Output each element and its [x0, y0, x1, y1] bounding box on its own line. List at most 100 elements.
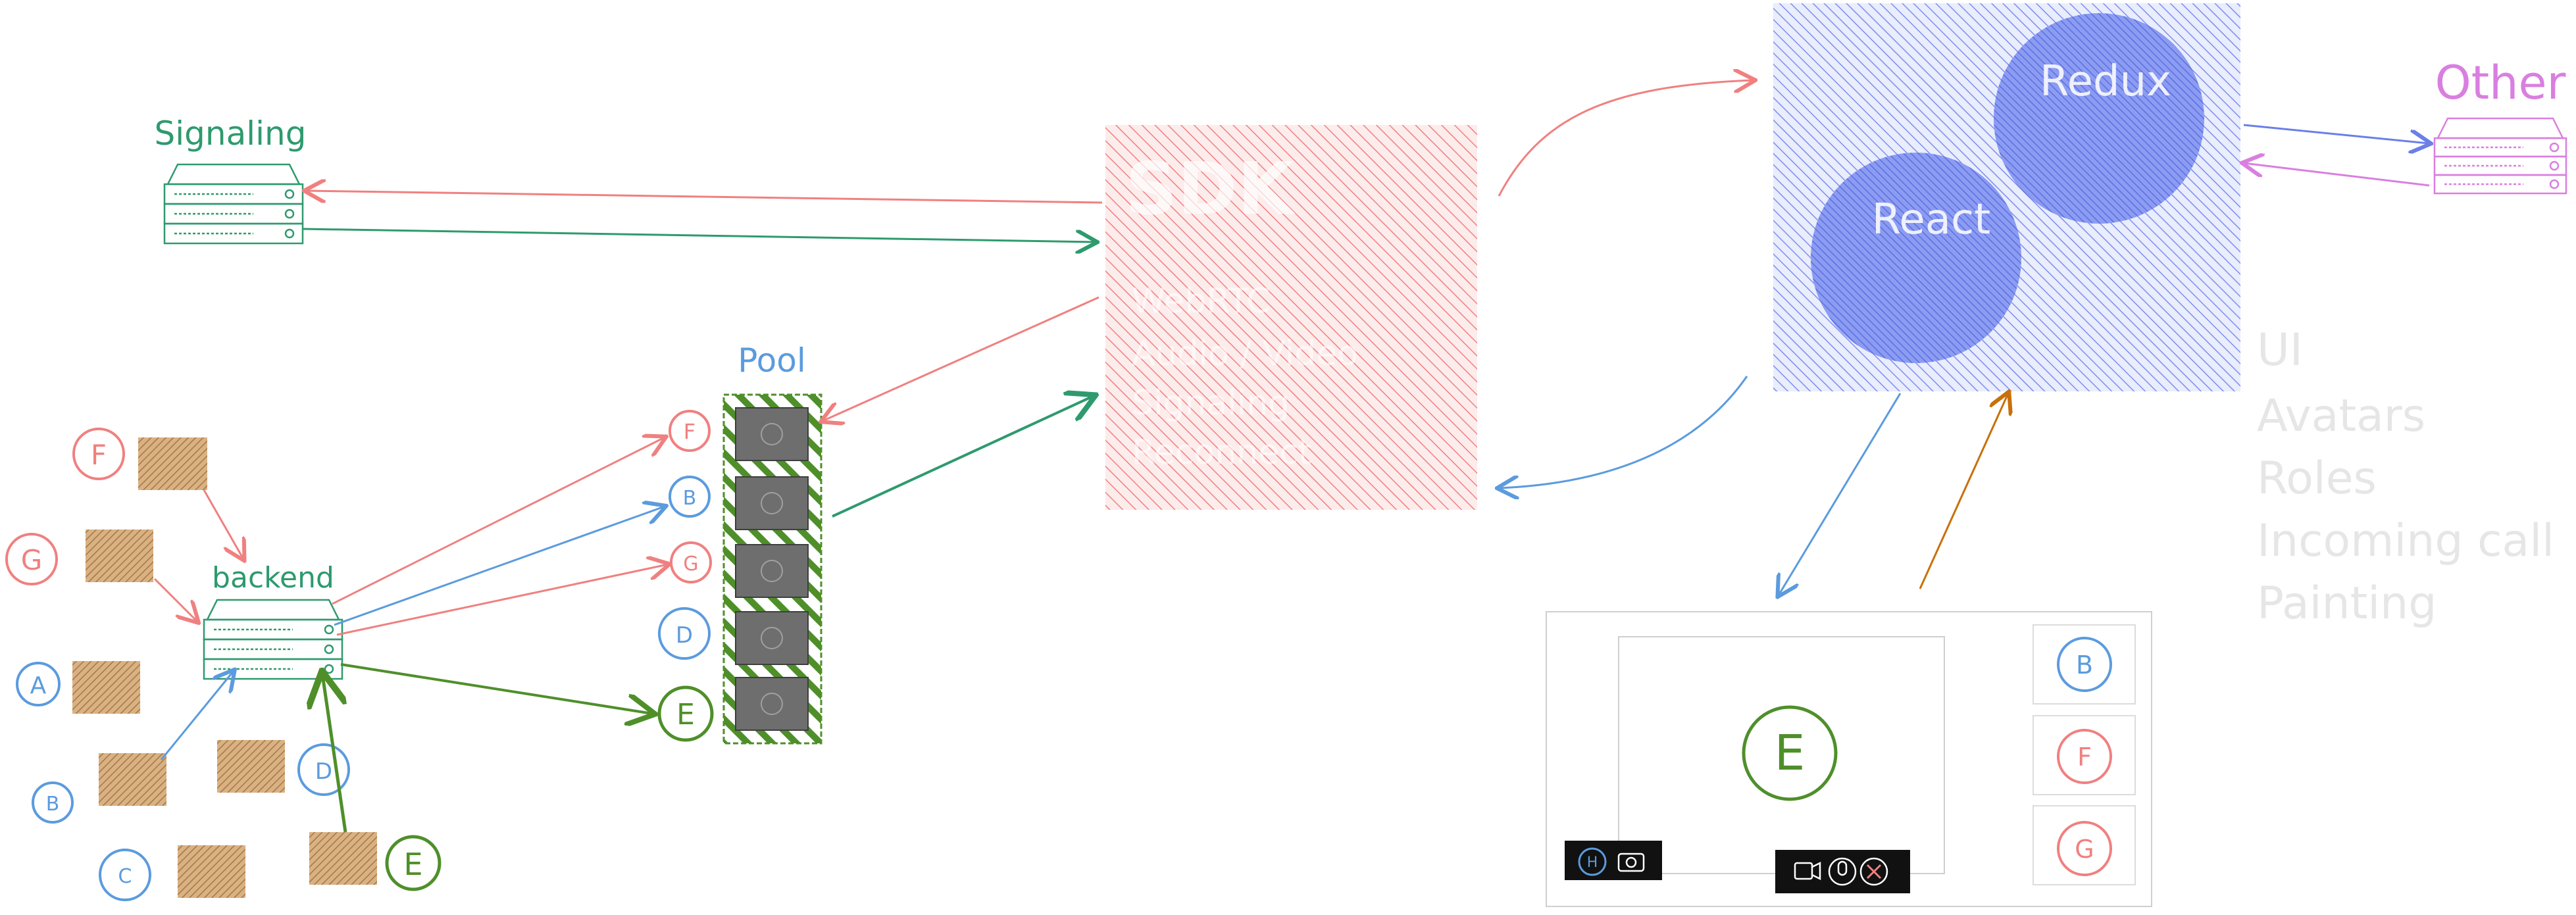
image-placeholder-icon — [735, 677, 809, 731]
pool-slots — [735, 407, 809, 731]
svg-text:B: B — [683, 487, 697, 510]
arrow — [322, 674, 347, 833]
arrow — [822, 296, 1099, 421]
image-placeholder-icon — [178, 845, 245, 898]
arrow — [1919, 393, 2008, 589]
call-ui-mock: E B F G H — [1546, 611, 2152, 907]
sdk-feature: Reconnect — [1132, 433, 1311, 472]
participant-e-label: E — [403, 847, 422, 882]
signaling-node: Signaling — [155, 114, 307, 245]
pool-participants: F B G D E — [657, 410, 714, 742]
connections — [153, 80, 2430, 833]
participant-e: E — [309, 832, 442, 891]
arrow — [332, 437, 665, 605]
server-icon — [2433, 117, 2567, 195]
image-placeholder-icon — [138, 437, 207, 490]
side-tiles: B F G — [2033, 624, 2136, 885]
arrow — [2243, 124, 2429, 143]
main-participant-label: E — [1775, 725, 1806, 781]
arrow — [1498, 80, 1754, 197]
arrow — [2244, 163, 2430, 187]
pool-participant-f: F — [669, 410, 711, 452]
state-block: Redux React — [1773, 3, 2240, 391]
arrow — [306, 191, 1103, 204]
other-label: Other — [2435, 56, 2566, 110]
arrow — [153, 578, 197, 622]
signaling-label: Signaling — [155, 114, 307, 153]
react-circle — [1811, 153, 2021, 363]
svg-text:F: F — [684, 419, 695, 444]
participant-c-label: C — [118, 865, 132, 888]
ui-feature: Avatars — [2257, 390, 2425, 442]
arrow — [302, 228, 1096, 242]
participant-d: D — [217, 740, 350, 796]
arrow — [1499, 376, 1748, 488]
pool-slot-marks — [761, 423, 783, 715]
image-placeholder-icon — [217, 740, 285, 793]
ui-feature: Roles — [2257, 453, 2377, 505]
sdk-feature: Signaling — [1132, 383, 1290, 423]
image-placeholder-icon — [309, 832, 377, 885]
image-placeholder-icon — [735, 611, 809, 665]
participant-g-label: G — [21, 544, 43, 576]
backend-node: backend — [203, 561, 343, 680]
participant-a: A — [16, 661, 140, 714]
svg-text:G: G — [683, 553, 698, 576]
svg-text:E: E — [676, 698, 695, 731]
ui-feature: Painting — [2257, 578, 2437, 630]
call-window — [1546, 611, 2152, 907]
side-participant-label: B — [2076, 651, 2093, 680]
participant-a-label: A — [30, 672, 47, 699]
other-node: Other — [2433, 56, 2567, 195]
image-placeholder-icon — [735, 544, 809, 598]
react-label: React — [1872, 195, 1990, 244]
pool-participant-g: G — [670, 541, 712, 583]
ui-features: UI Avatars Roles Incoming call Painting — [2257, 324, 2554, 630]
participant-b-label: B — [46, 793, 60, 816]
arrow — [340, 663, 653, 714]
image-placeholder-icon — [99, 753, 166, 806]
image-placeholder-icon — [86, 530, 153, 582]
participant-f: F — [72, 428, 207, 490]
sdk-label: SDK — [1125, 147, 1296, 231]
sdk-box — [1105, 125, 1477, 510]
microphone-icon[interactable] — [1828, 857, 1857, 886]
arrow — [334, 507, 665, 626]
sdk-feature: Audio / Video — [1132, 334, 1358, 374]
hangup-icon[interactable] — [1859, 857, 1888, 886]
redux-label: Redux — [2040, 57, 2171, 106]
camera-icon[interactable] — [1617, 853, 1645, 872]
pool-node: Pool — [722, 341, 822, 745]
pool-participant-e: E — [657, 685, 714, 742]
video-icon[interactable] — [1794, 861, 1821, 881]
self-view: H — [1565, 841, 1662, 880]
participant-b: B — [32, 753, 166, 824]
pool-label: Pool — [738, 341, 805, 380]
image-placeholder-icon — [735, 407, 809, 461]
side-participant-label: F — [2077, 743, 2092, 772]
self-label: H — [1587, 854, 1598, 871]
server-icon — [203, 599, 343, 680]
participant-d-label: D — [315, 758, 332, 785]
sdk-feature: WebRTC — [1132, 282, 1271, 321]
arrow — [203, 489, 243, 559]
image-placeholder-icon — [735, 476, 809, 530]
backend-label: backend — [212, 561, 334, 595]
pool-participant-d: D — [658, 607, 711, 660]
participant-g: G — [5, 530, 153, 585]
left-participants: F G A B C D E — [5, 428, 442, 901]
ui-feature: Incoming call — [2257, 515, 2554, 567]
call-controls — [1775, 850, 1910, 893]
redux-circle — [1994, 13, 2204, 224]
participant-c: C — [99, 845, 245, 901]
participant-f-label: F — [91, 439, 107, 471]
image-placeholder-icon — [72, 661, 140, 714]
ui-feature: UI — [2257, 324, 2303, 376]
pool-participant-b: B — [669, 476, 711, 518]
svg-text:D: D — [676, 622, 693, 649]
side-participant-label: G — [2075, 835, 2094, 864]
sdk-block: SDK WebRTC Audio / Video Signaling Recon… — [1105, 125, 1477, 510]
arrow — [832, 396, 1094, 518]
arrow — [160, 671, 234, 760]
main-participant: E — [1742, 705, 1838, 801]
